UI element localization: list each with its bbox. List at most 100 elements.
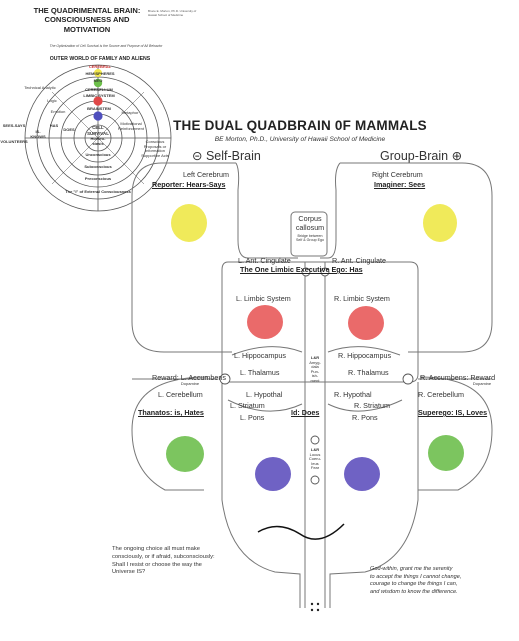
choice-note: The ongoing choice all must make conscio… xyxy=(112,546,292,577)
center-lower-column: L&R Locus Coeru- leus Fear xyxy=(305,447,325,471)
inset-metaphor: Metaphor xyxy=(121,110,139,115)
inset-preconscious: Preconscious xyxy=(84,176,112,181)
left-hippo-arc xyxy=(231,346,303,356)
inset-cerebral-label: CEREBRAL xyxy=(88,64,112,69)
inset-green-dot xyxy=(93,78,103,88)
left-cerebellum: L. Cerebellum xyxy=(158,390,203,399)
inset-unconscious: Unconscious xyxy=(85,152,111,157)
serenity-note-line: to accept the things I cannot change, xyxy=(370,573,462,580)
right-dopamine: Dopamine xyxy=(472,381,492,386)
corpus-note: Bridge between Self & Group Ego xyxy=(296,234,324,243)
right-hippo-arc xyxy=(327,346,401,356)
left-hypothal: L. Hypothal xyxy=(246,390,283,399)
left-stem-outline xyxy=(221,382,301,608)
main-outlines xyxy=(131,162,493,608)
choice-squiggle xyxy=(257,523,345,540)
left-stem-blue-blob xyxy=(255,457,291,491)
right-cerebellum: R. Cerebellum xyxy=(418,390,464,399)
right-cerebellum-green-blob xyxy=(428,435,464,471)
inset-outer-world: OUTER WORLD OF FAMILY AND ALIENS xyxy=(49,56,151,62)
right-stem-outline xyxy=(329,382,419,608)
inset-has: HAS xyxy=(49,123,59,128)
thanatos-label: Thanatos: is, Hates xyxy=(138,408,204,417)
connector-cingulate-right xyxy=(320,267,330,277)
center-upper-column: L&R Amyg- dala Pun- ish- ment xyxy=(305,355,325,384)
inset-yellow-dot xyxy=(94,69,102,77)
serenity-note-line: and wisdom to know the difference. xyxy=(370,588,458,595)
left-cerebrum-role: Reporter: Hears-Says xyxy=(152,180,226,189)
corpus-line1: Corpus xyxy=(298,214,322,223)
corpus-box xyxy=(290,211,328,257)
choice-note-line: Shall I resist or choose the way the xyxy=(112,561,202,568)
left-neck-outline xyxy=(235,162,298,259)
left-reward: Reward: L. Accumbens xyxy=(152,373,226,382)
corpus-line2: callosum xyxy=(295,223,325,232)
right-cerebellum-outline xyxy=(418,376,493,491)
right-hypothal: R. Hypothal xyxy=(334,390,372,399)
inset-does: DOES xyxy=(63,127,75,132)
dot xyxy=(316,608,320,612)
left-cerebrum-outline xyxy=(131,162,236,353)
right-hypo-arc xyxy=(327,399,403,412)
dot xyxy=(310,608,314,612)
choice-note-line: Universe IS? xyxy=(112,569,146,576)
inset-subtitle: The Optimization of Cell Survival is the… xyxy=(49,44,163,48)
center-lower-1: L&R xyxy=(310,447,320,452)
minus-circle-icon: ⊝ xyxy=(192,149,203,163)
connector-id-mid xyxy=(310,435,320,445)
right-limbic-system: R. Limbic System xyxy=(334,294,390,303)
right-pons: R. Pons xyxy=(352,413,378,422)
main-title: THE DUAL QUADBRAIN 0F MAMMALS xyxy=(173,118,427,133)
inset-blue-dot xyxy=(93,111,103,121)
left-cerebrum-yellow-blob xyxy=(171,204,207,242)
center-upper-2: Amyg- xyxy=(309,359,321,365)
serenity-note: God-within, grant me the serenity to acc… xyxy=(370,566,510,596)
right-stem-blue-blob xyxy=(344,457,380,491)
group-brain-label: Group-Brain xyxy=(380,149,449,163)
center-lower-5: Fear xyxy=(310,465,320,471)
center-upper-6: ment xyxy=(310,377,320,383)
center-lower-4: leus xyxy=(311,460,319,466)
inset-core-1: CELL xyxy=(92,125,104,130)
right-cingulate: R. Ant. Cingulate xyxy=(332,256,386,265)
center-lower-3: Coeru- xyxy=(308,456,322,462)
right-limbic-red-blob xyxy=(348,306,384,340)
left-cingulate: L. Ant. Cingulate xyxy=(238,256,291,265)
serenity-note-line: God-within, grant me the serenity xyxy=(370,566,453,572)
limbic-ego: The One Limbic Executive Ego: Has xyxy=(240,265,363,274)
inset-hemispheres-label: HEMISPHERES xyxy=(85,71,115,76)
choice-note-line: The ongoing choice all must make xyxy=(112,546,200,552)
center-lower-2: Locus xyxy=(309,451,321,457)
id-label: Id: Does xyxy=(291,408,320,417)
inset-volunteers: VOLUNTEERS xyxy=(0,139,28,144)
self-brain-label: Self-Brain xyxy=(205,149,261,163)
left-dopamine: Dopamine xyxy=(180,381,200,386)
left-cerebellum-green-blob xyxy=(166,436,204,472)
inset-motivational: Motivational Reinforcement xyxy=(117,121,144,131)
group-brain-heading: Group-Brain ⊕ xyxy=(380,148,462,163)
inset-red-dot xyxy=(93,96,103,106)
inset-sees-says: SEES-SAYS xyxy=(2,123,26,128)
inset-neo-label: NEO xyxy=(93,78,103,83)
connector-accumbens-right xyxy=(402,373,414,385)
superego-label: Superego: IS, Loves xyxy=(418,408,488,417)
inset-emotion: Emotion xyxy=(50,109,66,114)
left-limbic-system: L. Limbic System xyxy=(236,294,291,303)
left-limbic-red-blob xyxy=(247,305,283,339)
inset-core-4: stasis xyxy=(92,141,104,146)
inset-core-3: Homeo- xyxy=(90,136,106,141)
inset-conscious-proposals: Conscious Proposals or Information Suppo… xyxy=(141,139,169,158)
right-reward: R. Accumbens: Reward xyxy=(420,373,496,382)
inset-core-2: SURVIVAL xyxy=(87,131,109,136)
inset-author: Bruce E. Morton, Ph.D. University of Haw… xyxy=(148,9,197,17)
bottom-dots xyxy=(310,602,320,612)
inset-subconscious: Subconscious xyxy=(84,164,112,169)
left-thalamus: L. Thalamus xyxy=(240,368,280,377)
inset-logic: Logic xyxy=(47,98,57,103)
center-upper-4: Pun- xyxy=(310,368,320,374)
inset-title: THE QUADRIMENTAL BRAIN: CONSCIOUSNESS AN… xyxy=(33,6,141,34)
inset-divider-d2 xyxy=(51,91,145,185)
inset-limbic-label: LIMBIC SYSTEM xyxy=(83,93,115,98)
serenity-note-line: courage to change the things I can, xyxy=(370,581,458,588)
